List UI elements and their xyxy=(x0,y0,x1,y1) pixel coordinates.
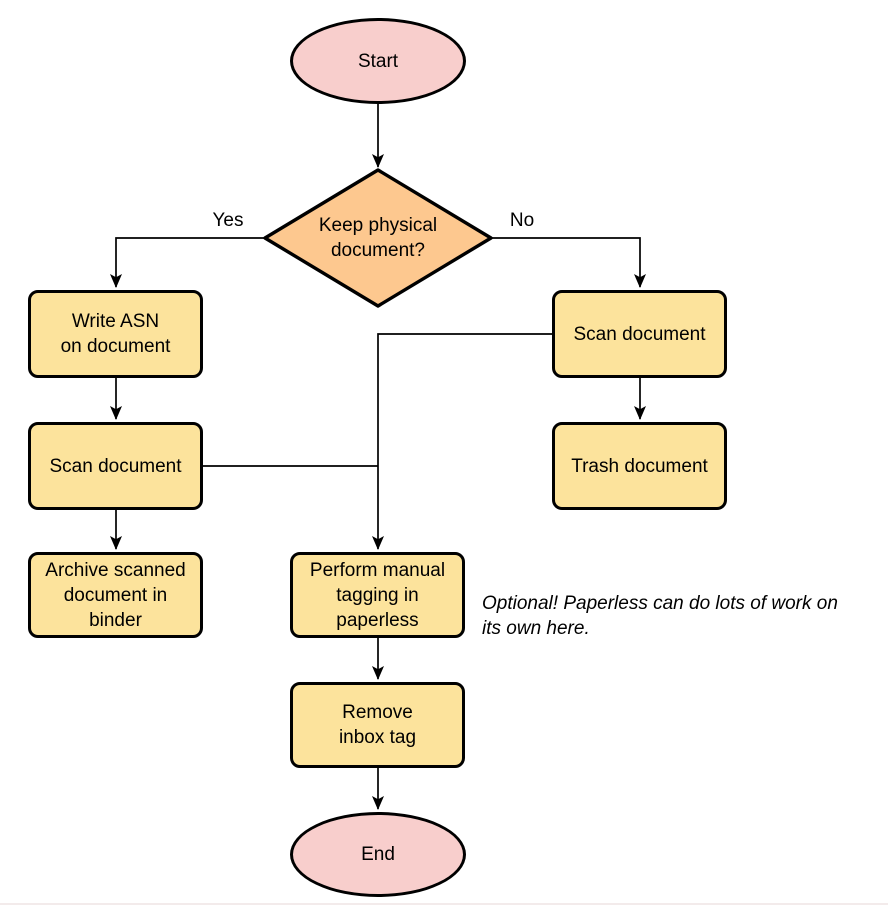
decision-diamond-shape xyxy=(263,168,493,308)
edge-label-no: No xyxy=(509,210,535,231)
node-remove-inbox-label: Remove inbox tag xyxy=(338,702,417,748)
node-start-label: Start xyxy=(357,50,399,72)
node-archive: Archive scanned document in binder xyxy=(28,552,203,638)
node-scan-document-left: Scan document xyxy=(28,422,203,510)
node-remove-inbox: Remove inbox tag xyxy=(290,682,465,768)
connectors xyxy=(110,104,646,810)
node-trash: Trash document xyxy=(552,422,727,510)
node-scan-document-left-label: Scan document xyxy=(49,455,182,477)
node-end-label: End xyxy=(361,844,395,865)
node-tagging-label: Perform manual tagging in paperless xyxy=(309,559,446,631)
edge-label-yes: Yes xyxy=(212,210,244,231)
node-start: Start xyxy=(290,18,466,104)
node-decision-label: Keep physical document? xyxy=(318,215,438,261)
edge-decision-yes xyxy=(110,237,265,288)
edge-decision-no xyxy=(491,237,646,288)
node-end: End xyxy=(290,812,466,897)
node-archive-label: Archive scanned document in binder xyxy=(45,559,186,631)
node-trash-label: Trash document xyxy=(571,455,708,477)
canvas-bottom-edge xyxy=(0,903,888,905)
node-write-asn-label: Write ASN on document xyxy=(60,311,171,357)
edge-scanright-to-tagging xyxy=(372,333,552,550)
node-write-asn: Write ASN on document xyxy=(28,290,203,378)
node-tagging: Perform manual tagging in paperless xyxy=(290,552,465,638)
node-scan-document-right-label: Scan document xyxy=(573,323,706,345)
node-decision: Keep physical document? xyxy=(278,172,478,304)
node-scan-document-right: Scan document xyxy=(552,290,727,378)
annotation-optional: Optional! Paperless can do lots of work … xyxy=(482,593,838,639)
